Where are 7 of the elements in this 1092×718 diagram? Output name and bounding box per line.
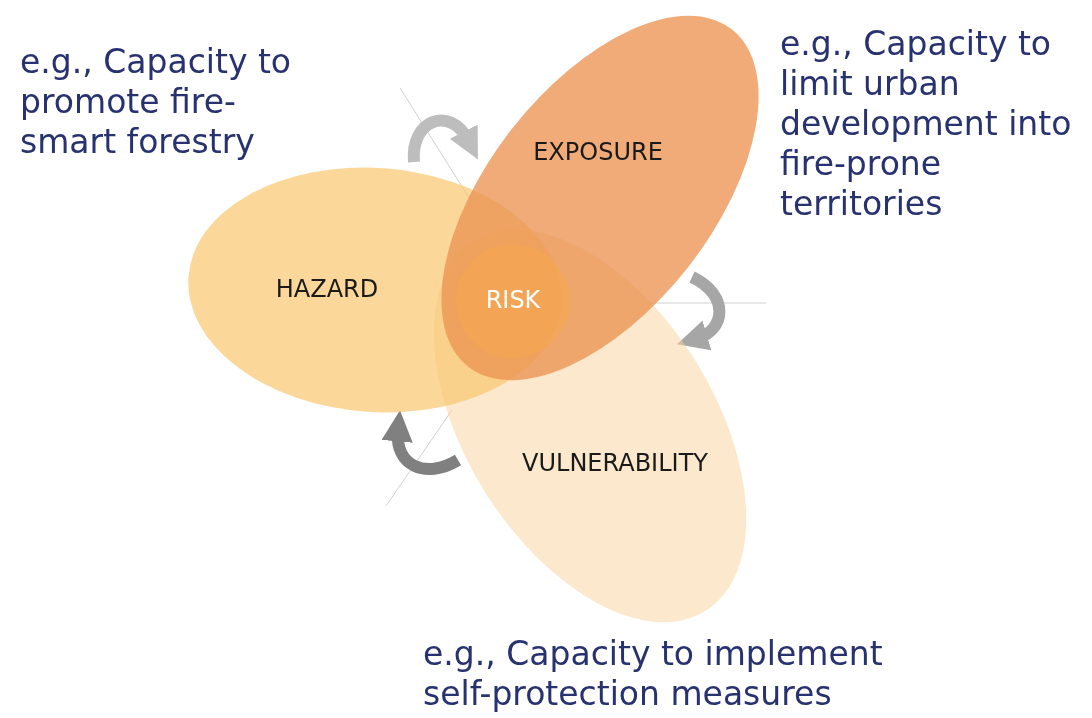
example-note: e.g., Capacity to promote fire-smart forestry xyxy=(20,42,293,162)
example-note: e.g., Capacity to limit urban development into fire-prone territories xyxy=(780,24,1073,224)
node-label: EXPOSURE xyxy=(533,138,663,166)
node-label: RISK xyxy=(485,286,541,314)
node-label: HAZARD xyxy=(275,275,379,303)
example-note: e.g., Capacity to implement self-protection measures xyxy=(423,634,884,714)
node-label: VULNERABILITY xyxy=(522,449,708,477)
